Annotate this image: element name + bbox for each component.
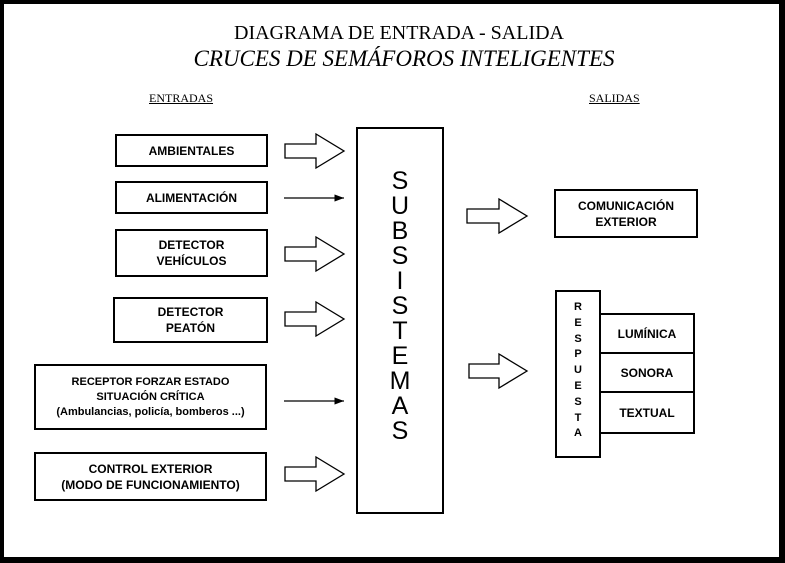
- input-detector-peaton: DETECTOR PEATÓN: [113, 297, 268, 343]
- response-letter: T: [574, 411, 582, 424]
- response-letter: R: [574, 301, 582, 313]
- output-comunicacion-exterior: COMUNICACIÓN EXTERIOR: [554, 189, 698, 238]
- input-detector-vehiculos: DETECTOR VEHÍCULOS: [115, 229, 268, 277]
- diagram-subtitle: CRUCES DE SEMÁFOROS INTELIGENTES: [193, 46, 615, 71]
- response-letter: A: [574, 427, 582, 440]
- subsystems-letter: B: [391, 217, 409, 245]
- block-arrow-icon: [468, 352, 529, 390]
- input-alimentacion: ALIMENTACIÓN: [115, 181, 268, 214]
- response-letter: U: [574, 364, 582, 377]
- subsystems-letter: S: [391, 292, 409, 320]
- input-receptor-forzar-estado: RECEPTOR FORZAR ESTADO SITUACIÓN CRÍTICA…: [34, 364, 267, 430]
- diagram-canvas: DIAGRAMA DE ENTRADA - SALIDA CRUCES DE S…: [4, 4, 779, 557]
- subsystems-letter: T: [392, 317, 408, 345]
- block-arrow-icon: [284, 235, 346, 273]
- outputs-label: SALIDAS: [589, 91, 640, 105]
- subsystems-letter: S: [391, 167, 409, 195]
- input-ambientales: AMBIENTALES: [115, 134, 268, 167]
- subsystems-box: S U B S I S T E M A S: [356, 127, 444, 514]
- response-letter: E: [574, 379, 582, 392]
- subsystems-letter: A: [391, 392, 409, 420]
- block-arrow-icon: [284, 455, 346, 493]
- inputs-label: ENTRADAS: [149, 91, 214, 105]
- input-label: DETECTOR PEATÓN: [157, 305, 224, 335]
- block-arrow-icon: [466, 197, 529, 235]
- subsystems-letter: S: [391, 242, 409, 270]
- response-letter: S: [574, 395, 582, 408]
- block-arrow-icon: [284, 132, 346, 170]
- subsystems-letter: E: [391, 342, 409, 370]
- input-label: RECEPTOR FORZAR ESTADO SITUACIÓN CRÍTICA…: [56, 375, 245, 418]
- subsystems-letter: M: [389, 367, 411, 395]
- response-luminica: LUMÍNICA: [599, 313, 695, 354]
- response-item-label: SONORA: [620, 365, 674, 380]
- response-letter: S: [574, 332, 582, 345]
- response-letter: P: [574, 348, 582, 361]
- input-label: DETECTOR VEHÍCULOS: [156, 238, 227, 268]
- input-label: CONTROL EXTERIOR (MODO DE FUNCIONAMIENTO…: [61, 461, 240, 492]
- response-textual: TEXTUAL: [599, 391, 695, 434]
- subsystems-letter: I: [396, 267, 404, 295]
- response-item-label: LUMÍNICA: [617, 326, 677, 341]
- block-arrow-icon: [284, 300, 346, 338]
- input-label: AMBIENTALES: [148, 143, 235, 158]
- response-letter: E: [574, 316, 582, 329]
- response-box: R E S P U E S T A: [555, 290, 601, 458]
- input-control-exterior: CONTROL EXTERIOR (MODO DE FUNCIONAMIENTO…: [34, 452, 267, 501]
- input-label: ALIMENTACIÓN: [145, 190, 238, 205]
- output-label: COMUNICACIÓN EXTERIOR: [578, 198, 674, 229]
- arrows-layer: [284, 132, 529, 493]
- subsystems-letter: U: [390, 192, 410, 220]
- diagram-title: DIAGRAMA DE ENTRADA - SALIDA: [234, 22, 564, 44]
- response-item-label: TEXTUAL: [619, 405, 675, 420]
- subsystems-letter: S: [391, 417, 409, 445]
